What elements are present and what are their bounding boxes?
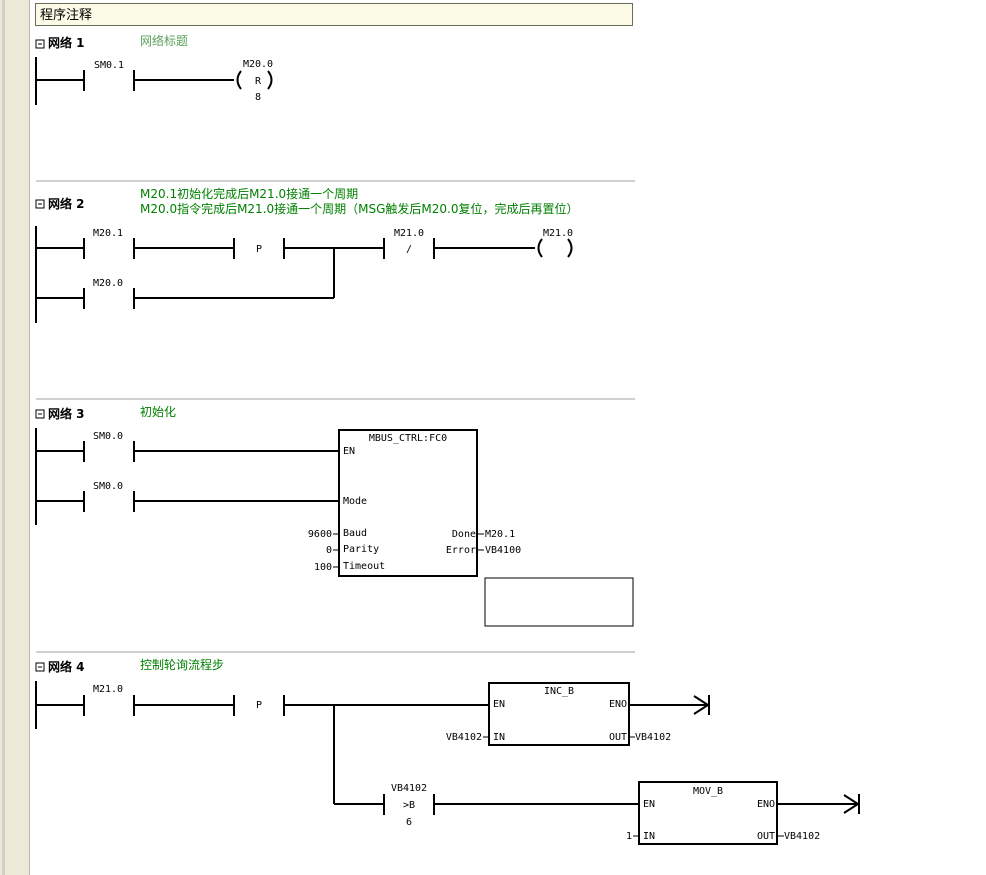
network-2[interactable]: 网络 2 M20.1初始化完成后M21.0接通一个周期 M20.0指令完成后M2… [35,186,635,400]
no-contact[interactable]: M21.0 [83,684,135,716]
pin-out: OUT [757,831,775,842]
block-title: MBUS_CTRL:FC0 [369,433,447,444]
edge-label: P [256,244,262,255]
parity-value[interactable]: 0 [326,545,332,556]
inc-out-value[interactable]: VB4102 [635,732,671,743]
positive-edge-contact[interactable]: P [233,695,285,716]
nc-contact[interactable]: M21.0 / [383,228,435,259]
network-comment: 初始化 [140,405,176,419]
pin-error: Error [446,545,476,556]
compare-byte-contact[interactable]: VB4102 >B 6 [383,783,435,828]
function-block-mbus-ctrl[interactable]: MBUS_CTRL:FC0 EN Mode Baud Parity Timeou… [338,429,478,577]
no-contact[interactable]: SM0.1 [83,60,135,91]
network-label: 网络 1 [48,35,85,50]
block-title: MOV_B [693,786,723,797]
error-value[interactable]: VB4100 [485,545,521,556]
contact-address: SM0.0 [93,431,123,442]
network-label: 网络 2 [48,196,85,211]
compare-address: VB4102 [391,783,427,794]
done-value[interactable]: M20.1 [485,529,515,540]
pin-out: OUT [609,732,627,743]
compare-value: 6 [406,817,412,828]
empty-comment-box[interactable] [484,577,634,627]
mov-in-value[interactable]: 1 [626,831,632,842]
no-contact[interactable]: SM0.0 [83,481,135,512]
gutter-bar [2,0,5,875]
network-4[interactable]: 网络 4 控制轮询流程步 M21.0 P INC_B EN ENO IN OUT… [35,657,860,845]
pin-parity: Parity [343,544,379,555]
pin-en: EN [493,699,505,710]
editor-left-gutter [0,0,30,875]
network-comment: 控制轮询流程步 [140,657,224,672]
network-1[interactable]: 网络 1 网络标题 SM0.1 M20.0 R 8 [35,33,635,182]
inc-in-value[interactable]: VB4102 [446,732,482,743]
pin-eno: ENO [757,799,775,810]
pin-mode: Mode [343,496,367,507]
contact-address: SM0.1 [94,60,124,71]
coil-count: 8 [255,92,261,103]
no-contact[interactable]: M20.1 [83,228,135,259]
contact-address: SM0.0 [93,481,123,492]
output-coil[interactable]: M21.0 [537,228,574,258]
mov-out-value[interactable]: VB4102 [784,831,820,842]
program-comment-header[interactable]: 程序注释 [35,3,633,26]
collapse-toggle-icon[interactable] [35,39,45,49]
pin-en: EN [343,446,355,457]
reset-coil[interactable]: M20.0 R 8 [236,59,274,103]
collapse-toggle-icon[interactable] [35,409,45,419]
pin-baud: Baud [343,528,367,539]
function-block-mov-b[interactable]: MOV_B EN ENO IN OUT [638,781,778,845]
no-contact[interactable]: SM0.0 [83,431,135,462]
baud-value[interactable]: 9600 [308,529,332,540]
timeout-value[interactable]: 100 [314,562,332,573]
pin-done: Done [452,529,476,540]
network-label: 网络 4 [48,659,85,674]
network-comment-line-2: M20.0指令完成后M21.0接通一个周期（MSG触发后M20.0复位，完成后再… [140,201,579,216]
pin-en: EN [643,799,655,810]
edge-label: P [256,700,262,711]
pin-in: IN [643,831,655,842]
compare-op: >B [403,800,415,811]
arrow-end-icon [843,794,860,814]
pin-timeout: Timeout [343,561,385,572]
nc-symbol: / [406,244,412,255]
network-3[interactable]: 网络 3 初始化 SM0.0 SM0.0 MBUS_CTRL:FC0 EN Mo… [35,405,635,653]
coil-address: M21.0 [543,228,573,239]
contact-address: M21.0 [93,684,123,695]
contact-address: M21.0 [394,228,424,239]
function-block-inc-b[interactable]: INC_B EN ENO IN OUT [488,682,630,746]
pin-eno: ENO [609,699,627,710]
contact-address: M20.0 [93,278,123,289]
arrow-end-icon [693,695,710,715]
network-comment: 网络标题 [140,33,188,48]
coil-address: M20.0 [243,59,273,70]
pin-in: IN [493,732,505,743]
collapse-toggle-icon[interactable] [35,199,45,209]
network-comment-line-1: M20.1初始化完成后M21.0接通一个周期 [140,186,358,201]
network-label: 网络 3 [48,406,85,421]
no-contact[interactable]: M20.0 [83,278,135,309]
contact-address: M20.1 [93,228,123,239]
coil-type: R [255,76,262,87]
block-title: INC_B [544,686,574,697]
positive-edge-contact[interactable]: P [233,238,285,259]
collapse-toggle-icon[interactable] [35,662,45,672]
